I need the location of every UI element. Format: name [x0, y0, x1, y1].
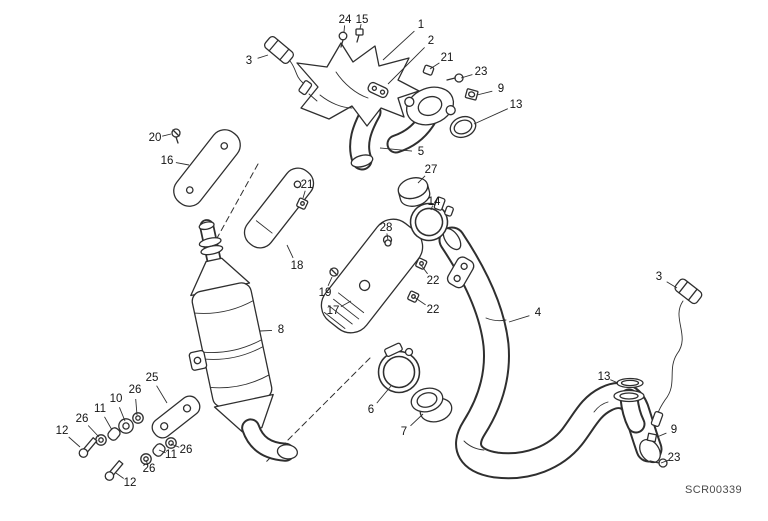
leader-line [460, 74, 473, 79]
callout-label-10: 10 [109, 393, 123, 405]
leader-line [376, 385, 392, 404]
leader-line [610, 379, 619, 384]
drawing-code: SCR00339 [684, 484, 742, 496]
callout-label-3: 3 [245, 55, 253, 67]
leader-line [660, 459, 669, 464]
callout-label-22: 22 [426, 275, 440, 287]
leader-line [340, 300, 352, 307]
top-fasteners-art [338, 28, 479, 101]
leader-line [387, 47, 425, 85]
leader-line [170, 443, 180, 448]
lambda-sensor-right-art [650, 278, 703, 428]
callout-label-22: 22 [426, 304, 440, 316]
callout-label-24: 24 [338, 14, 352, 26]
callout-label-8: 8 [277, 324, 285, 336]
callout-label-11: 11 [165, 449, 177, 461]
callout-label-26: 26 [179, 444, 193, 456]
catalytic-converter-art [188, 219, 299, 462]
leader-line [257, 54, 269, 59]
callout-label-26: 26 [142, 463, 156, 475]
leader-line [430, 205, 434, 211]
leader-line [359, 24, 362, 30]
leader-line [175, 162, 190, 166]
callout-label-13: 13 [509, 99, 523, 111]
leader-line [156, 385, 168, 404]
leader-line [327, 276, 333, 286]
callout-label-21: 21 [440, 52, 454, 64]
callout-label-21: 21 [300, 179, 314, 191]
callout-label-25: 25 [145, 372, 159, 384]
leader-line [135, 398, 138, 416]
callout-label-9: 9 [497, 83, 505, 95]
leader-line [162, 133, 172, 137]
callout-label-2: 2 [427, 35, 435, 47]
exhaust-clamp-art [377, 342, 421, 394]
vertical-heat-shield-art [320, 218, 428, 334]
leader-line [87, 425, 100, 438]
callout-label-6: 6 [367, 404, 375, 416]
callout-label-17: 17 [326, 305, 340, 317]
callout-label-5: 5 [417, 146, 425, 158]
callout-label-26: 26 [75, 413, 89, 425]
leader-line [286, 244, 294, 259]
leader-line [410, 413, 424, 427]
heat-guard-plates-art [171, 128, 315, 249]
callout-label-26: 26 [128, 384, 142, 396]
leader-line [68, 436, 81, 448]
lambda-sensor-left-art [263, 35, 318, 102]
callout-label-1: 1 [417, 19, 425, 31]
leader-line [145, 459, 149, 466]
coupling-ring-and-clamp-art [397, 177, 454, 242]
callout-label-20: 20 [148, 132, 162, 144]
callout-label-15: 15 [355, 14, 369, 26]
leader-line [429, 62, 440, 70]
callout-label-23: 23 [667, 452, 681, 464]
callout-label-23: 23 [474, 66, 488, 78]
leader-line [118, 407, 126, 422]
leader-line [413, 296, 426, 306]
leader-line [420, 264, 428, 275]
leader-line [343, 25, 346, 33]
callout-label-4: 4 [534, 307, 542, 319]
mounting-hardware-art [78, 395, 201, 481]
callout-label-7: 7 [400, 426, 408, 438]
callout-label-14: 14 [427, 196, 441, 208]
callout-label-27: 27 [424, 164, 438, 176]
callout-label-9: 9 [670, 424, 678, 436]
callout-label-13: 13 [597, 371, 611, 383]
leader-line [656, 432, 667, 438]
callout-label-16: 16 [160, 155, 174, 167]
leader-line [476, 90, 493, 96]
callout-label-18: 18 [290, 260, 304, 272]
leader-line [379, 147, 413, 152]
callout-label-11: 11 [94, 403, 106, 415]
callout-label-12: 12 [123, 477, 137, 489]
callout-label-28: 28 [379, 222, 393, 234]
leader-line [302, 190, 306, 199]
leader-line [386, 233, 389, 241]
leader-line [417, 175, 426, 184]
leader-line [104, 416, 113, 431]
leader-line [115, 472, 124, 479]
leader-line [508, 315, 530, 323]
leader-line [382, 30, 415, 61]
callout-label-3: 3 [655, 271, 663, 283]
leader-line [666, 281, 678, 289]
callout-label-12: 12 [55, 425, 69, 437]
leader-line [473, 108, 508, 125]
leader-line [158, 449, 166, 454]
leader-line [259, 329, 273, 332]
outlet-stub-and-gasket-art [613, 377, 668, 468]
callout-label-19: 19 [318, 287, 332, 299]
sealing-sleeve-art [410, 387, 453, 423]
